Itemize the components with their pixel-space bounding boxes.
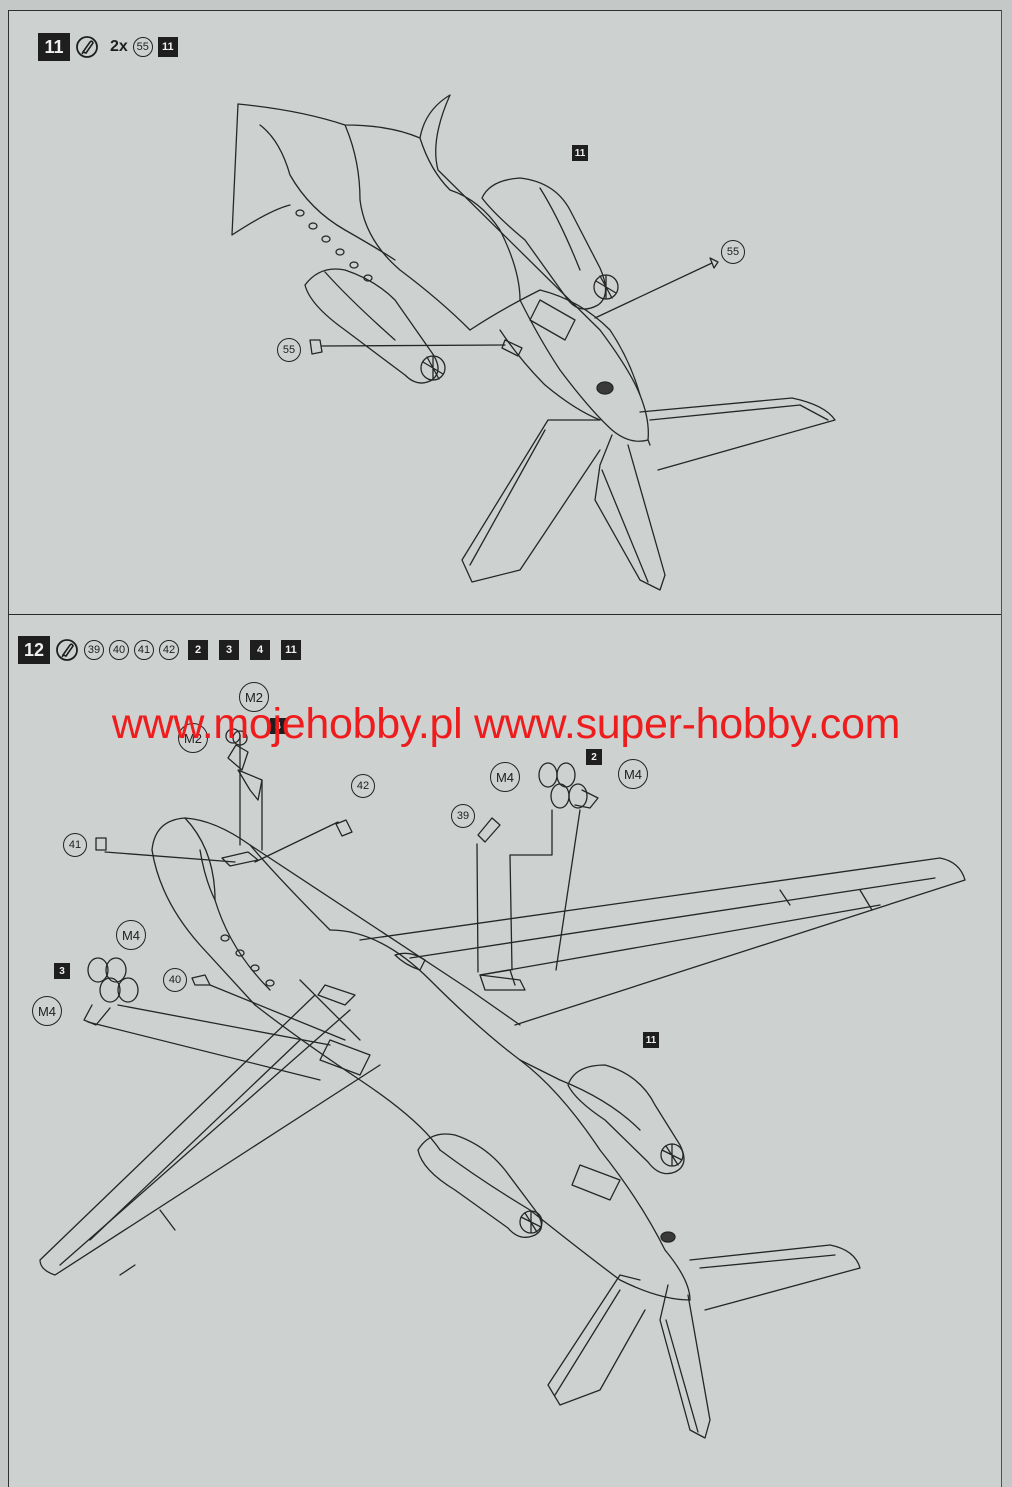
part-callout: M4 — [116, 920, 146, 950]
sprue-label: 11 — [643, 1032, 659, 1048]
sprue-label: 2 — [188, 640, 208, 660]
step-number: 12 — [18, 636, 50, 664]
part-callout: 39 — [451, 804, 475, 828]
part-callout: M4 — [618, 759, 648, 789]
sprue-label: 4 — [250, 640, 270, 660]
part-callout: 40 — [163, 968, 187, 992]
step-divider — [8, 614, 1001, 615]
step-12-header: 12 39 40 41 42 2 3 4 11 — [18, 636, 301, 664]
sprue-label: 3 — [219, 640, 239, 660]
part-callout: M4 — [490, 762, 520, 792]
part-callout: M4 — [32, 996, 62, 1026]
part-number: 40 — [109, 640, 129, 660]
part-callout: 55 — [277, 338, 301, 362]
watermark: www.mojehobby.pl www.super-hobby.com — [111, 700, 901, 748]
glue-icon — [56, 639, 78, 661]
sprue-label: 2 — [586, 749, 602, 765]
step-12-aircraft — [39, 728, 966, 1439]
sprue-label: 11 — [572, 145, 588, 161]
part-callout: M2 — [178, 723, 208, 753]
part-callout: M2 — [239, 682, 269, 712]
sprue-label: 11 — [281, 640, 301, 660]
part-callout: 55 — [721, 240, 745, 264]
glue-icon — [76, 36, 98, 58]
part-number: 41 — [134, 640, 154, 660]
step-number: 11 — [38, 33, 70, 61]
part-callout: 41 — [63, 833, 87, 857]
part-number: 39 — [84, 640, 104, 660]
part-number: 42 — [159, 640, 179, 660]
step-11-aircraft — [231, 94, 836, 591]
part-number: 55 — [132, 37, 153, 57]
sprue-label: 4 — [270, 718, 286, 734]
instruction-sheet — [8, 10, 1002, 1487]
quantity-label: 2x — [110, 38, 128, 55]
step-11-header: 11 2x 55 11 — [38, 33, 178, 61]
sprue-label: 11 — [157, 37, 178, 57]
sprue-label: 3 — [54, 963, 70, 979]
part-callout: 42 — [351, 774, 375, 798]
